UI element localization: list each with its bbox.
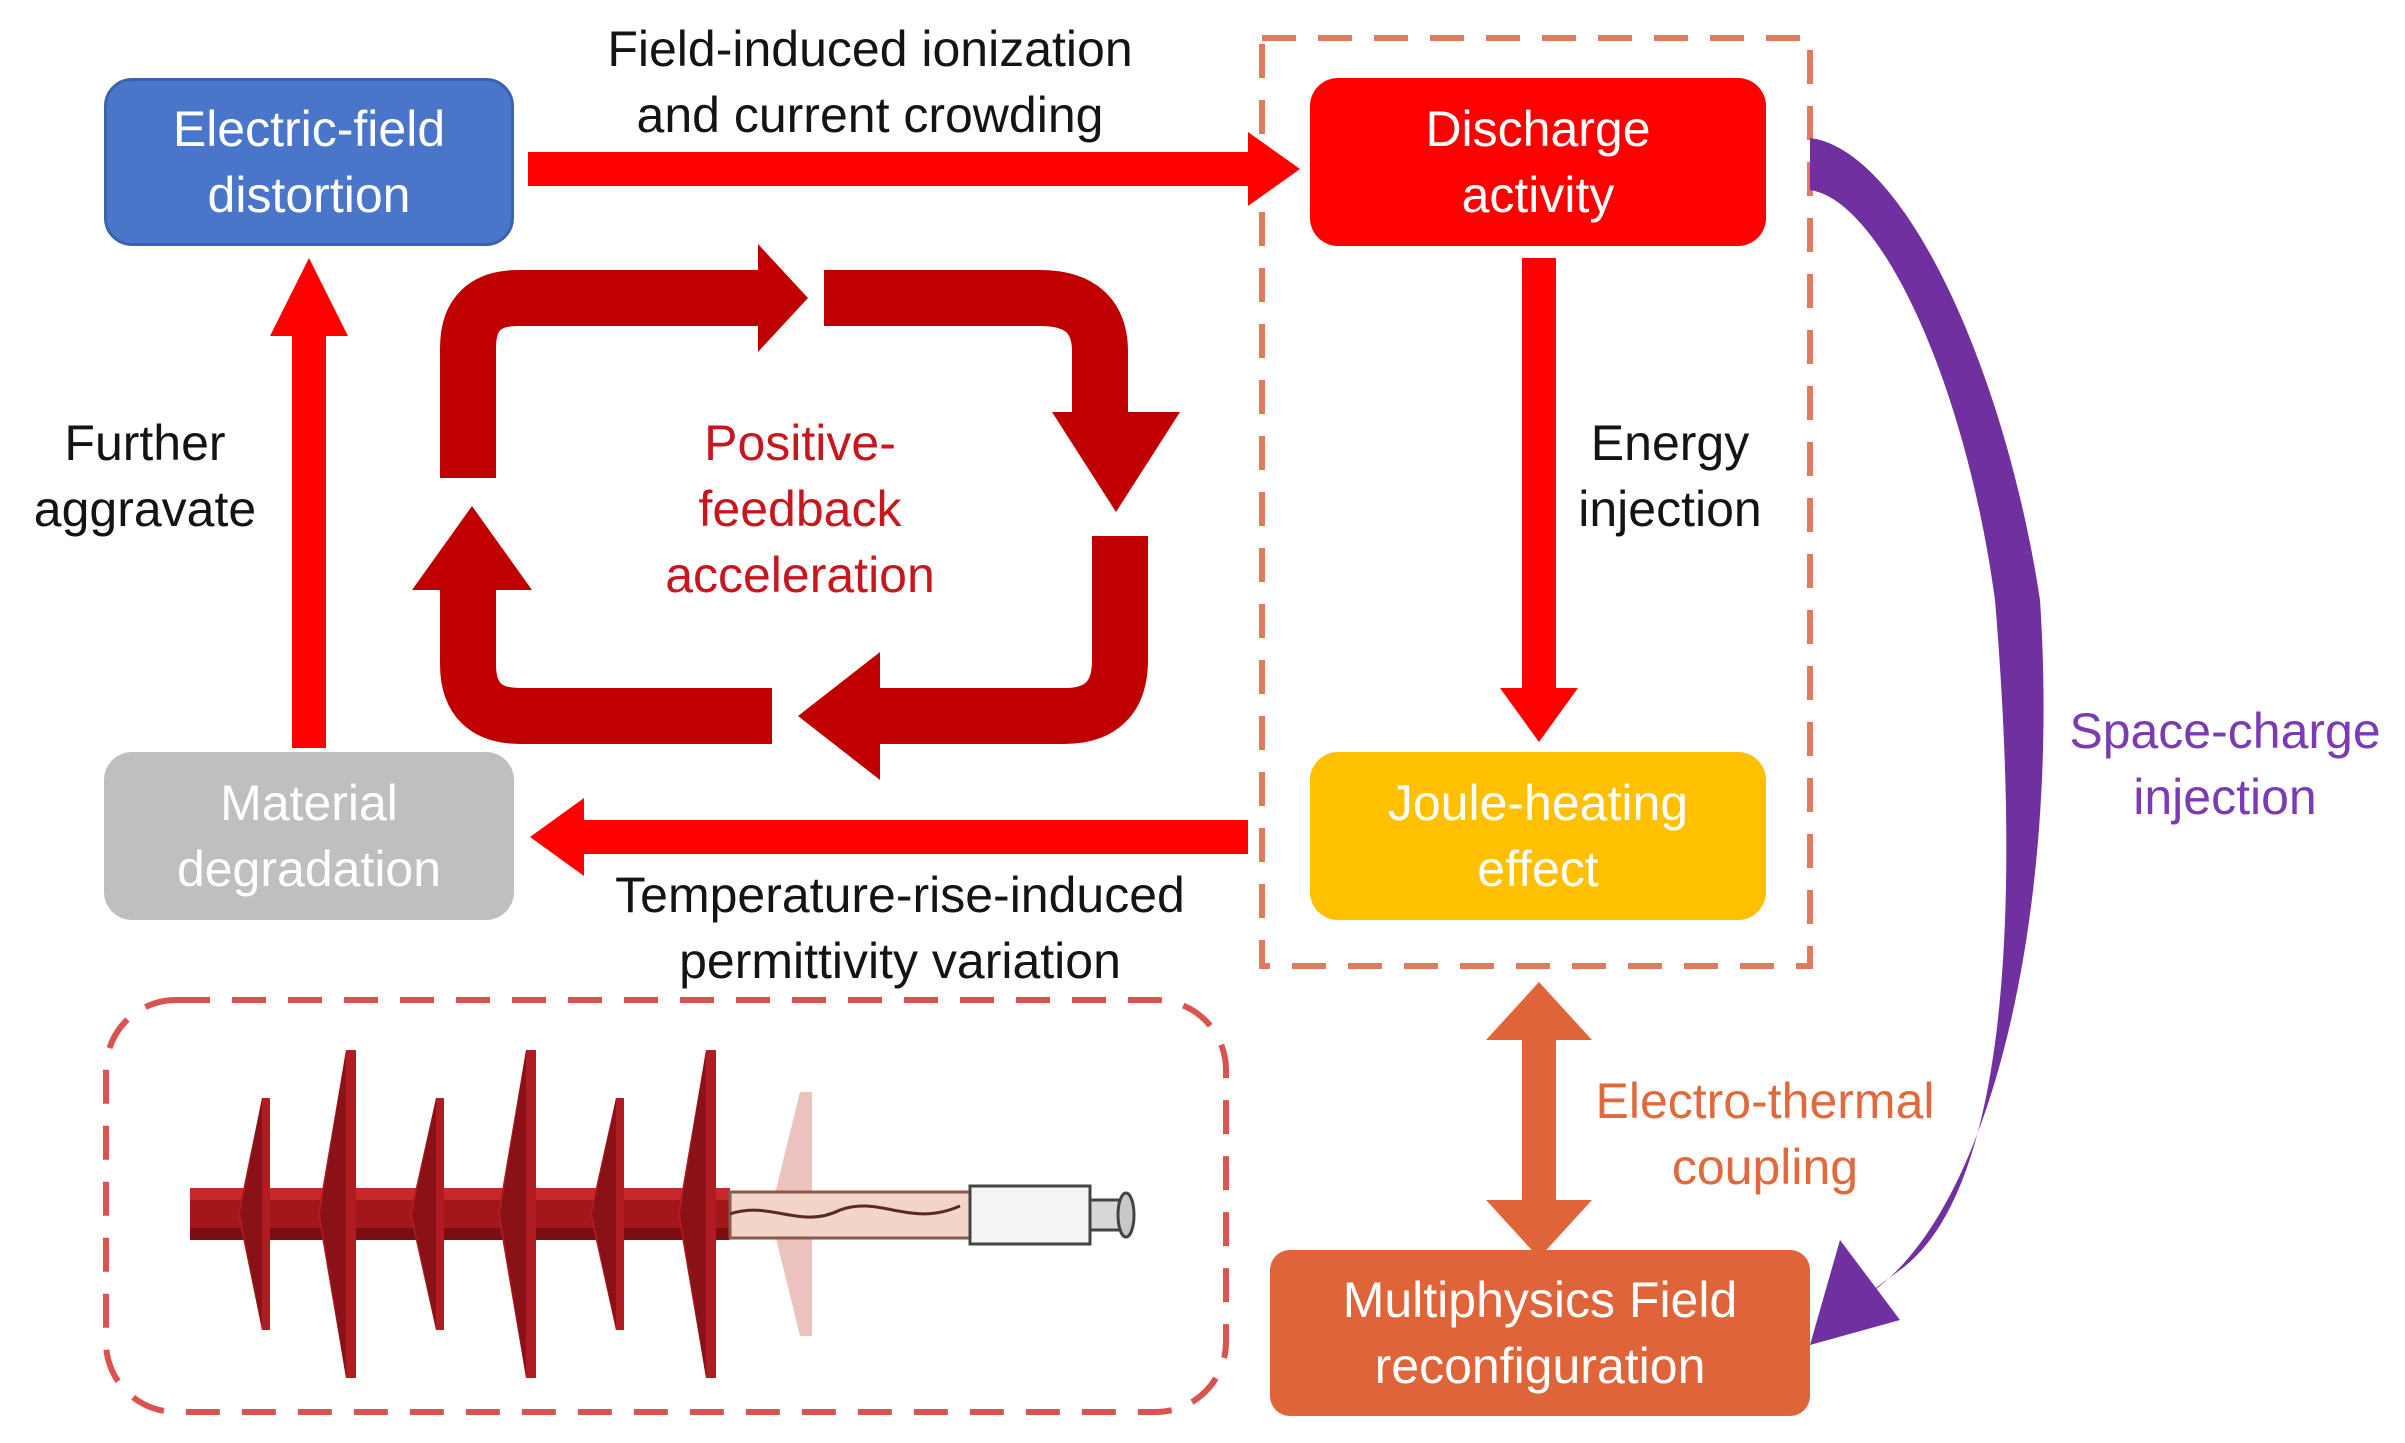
label-line: permittivity variation: [679, 933, 1121, 989]
label-permittivity: Temperature-rise-induced permittivity va…: [560, 862, 1240, 994]
node-discharge-activity: Discharge activity: [1310, 78, 1766, 246]
label-line: and current crowding: [636, 87, 1104, 143]
node-line: Discharge: [1425, 101, 1651, 157]
heat-discharge-group-frame: [1259, 35, 1813, 969]
node-line: degradation: [176, 841, 442, 897]
label-further-aggravate: Further aggravate: [10, 410, 280, 542]
node-joule-heating-effect: Joule-heating effect: [1310, 752, 1766, 920]
label-line: Temperature-rise-induced: [615, 867, 1185, 923]
label-line: Further: [64, 415, 226, 471]
label-ionization: Field-induced ionization and current cro…: [560, 16, 1180, 148]
arrow-energy-injection: [1500, 258, 1578, 742]
node-line: effect: [1477, 841, 1599, 897]
node-electric-field-distortion: Electric-field distortion: [104, 78, 514, 246]
label-positive-feedback: Positive- feedback acceleration: [630, 410, 970, 608]
node-line: distortion: [207, 167, 411, 223]
label-line: Electro-thermal: [1595, 1073, 1935, 1129]
feedback-loop-arrows: [412, 244, 1180, 780]
label-line: Positive-: [704, 415, 896, 471]
node-line: activity: [1461, 167, 1615, 223]
arrow-further-aggravate: [270, 258, 348, 748]
label-line: Energy: [1590, 415, 1750, 471]
node-multiphysics-field-reconfiguration: Multiphysics Field reconfiguration: [1270, 1250, 1810, 1416]
label-line: acceleration: [665, 547, 935, 603]
label-space-charge-injection: Space-charge injection: [2050, 698, 2400, 830]
arrow-space-charge-injection: [1810, 138, 2044, 1345]
label-line: Field-induced ionization: [607, 21, 1133, 77]
label-energy-injection: Energy injection: [1560, 410, 1780, 542]
label-line: aggravate: [33, 481, 257, 537]
node-material-degradation: Material degradation: [104, 752, 514, 920]
label-line: feedback: [698, 481, 902, 537]
label-line: coupling: [1671, 1139, 1859, 1195]
node-line: Electric-field: [172, 101, 446, 157]
label-electro-thermal-coupling: Electro-thermal coupling: [1580, 1068, 1950, 1200]
label-line: Space-charge: [2069, 703, 2381, 759]
arrow-ionization: [528, 132, 1300, 206]
node-line: Multiphysics Field: [1342, 1272, 1738, 1328]
arrow-electro-thermal-coupling: [1486, 982, 1592, 1258]
insulator-image: [190, 1050, 1136, 1378]
insulator-group-frame: [103, 997, 1229, 1415]
label-line: injection: [2133, 769, 2317, 825]
arrow-permittivity: [530, 798, 1248, 876]
node-line: Material: [220, 775, 398, 831]
node-line: reconfiguration: [1374, 1338, 1706, 1394]
node-line: Joule-heating: [1387, 775, 1689, 831]
label-line: injection: [1578, 481, 1762, 537]
